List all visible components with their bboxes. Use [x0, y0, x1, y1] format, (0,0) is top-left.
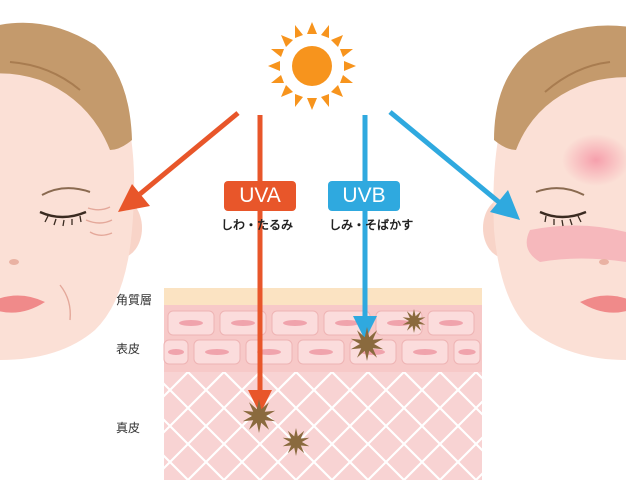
collagen-fiber [584, 372, 626, 480]
uvb-arrow-to-epidermis [353, 115, 377, 340]
right-hair [494, 25, 626, 150]
collagen-fiber [512, 372, 620, 480]
left-wrinkles [85, 206, 113, 236]
right-closed-eye [539, 210, 587, 219]
uvb-arrow-to-face [388, 110, 520, 220]
cell-nucleus [168, 349, 184, 355]
right-eyebrow [535, 187, 585, 196]
collagen-fiber [584, 372, 626, 480]
right-eyelashes [544, 215, 582, 227]
damage-marks [242, 309, 426, 456]
damage-star-icon [350, 327, 384, 361]
cell-nucleus [179, 320, 203, 326]
sun-icon [268, 22, 356, 110]
collagen-fiber [475, 472, 482, 480]
uva-arrow-to-dermis [248, 115, 272, 414]
collagen-fiber [475, 372, 482, 380]
cell-nucleus [458, 349, 476, 355]
uva-effect-label: しわ・たるみ [221, 218, 294, 232]
cell-nucleus [231, 320, 255, 326]
dermis-label: 真皮 [116, 421, 141, 435]
left-eyebrow [41, 187, 91, 196]
right-nose [599, 259, 609, 265]
uvb-effect-label: しみ・そばかす [329, 218, 414, 232]
dermis-layer [164, 372, 482, 480]
collagen-fiber [620, 372, 626, 480]
cell-nucleus [309, 349, 333, 355]
stratum-corneum-layer [164, 288, 482, 305]
right-sunburn-forehead [562, 134, 626, 186]
damage-star-icon [242, 399, 276, 433]
right-face [483, 25, 626, 360]
cell-nucleus [257, 349, 281, 355]
left-closed-eye [39, 210, 87, 219]
left-lips [0, 295, 45, 313]
epidermis-label: 表皮 [116, 342, 141, 356]
cell-nucleus [283, 320, 307, 326]
skin-cross-section [163, 288, 626, 480]
collagen-fiber [439, 436, 482, 480]
right-sunburn-cheek [526, 225, 626, 262]
cell-nucleus [205, 349, 229, 355]
uvb-badge: UVB [328, 181, 400, 211]
left-nose [9, 259, 19, 265]
cell-nucleus [387, 320, 411, 326]
cell-nucleus [413, 349, 437, 355]
stratum-corneum-label: 角質層 [116, 293, 153, 307]
collagen-fiber [439, 372, 482, 416]
damage-star-icon [282, 428, 310, 456]
damage-star-icon [402, 309, 426, 333]
right-lips [580, 295, 626, 313]
collagen-fiber [620, 372, 626, 480]
left-eyelashes [44, 215, 82, 227]
left-hair [0, 22, 132, 150]
uva-arrow-to-face [118, 111, 240, 212]
cell-nucleus [335, 320, 359, 326]
collagen-fiber [548, 372, 626, 480]
collagen-fiber [548, 372, 626, 480]
uva-badge: UVA [224, 181, 296, 211]
collagen-fiber [512, 372, 620, 480]
cell-nucleus [439, 320, 463, 326]
left-face [0, 22, 142, 360]
collagen-lattice [164, 372, 626, 480]
collagen-fiber [403, 400, 482, 480]
